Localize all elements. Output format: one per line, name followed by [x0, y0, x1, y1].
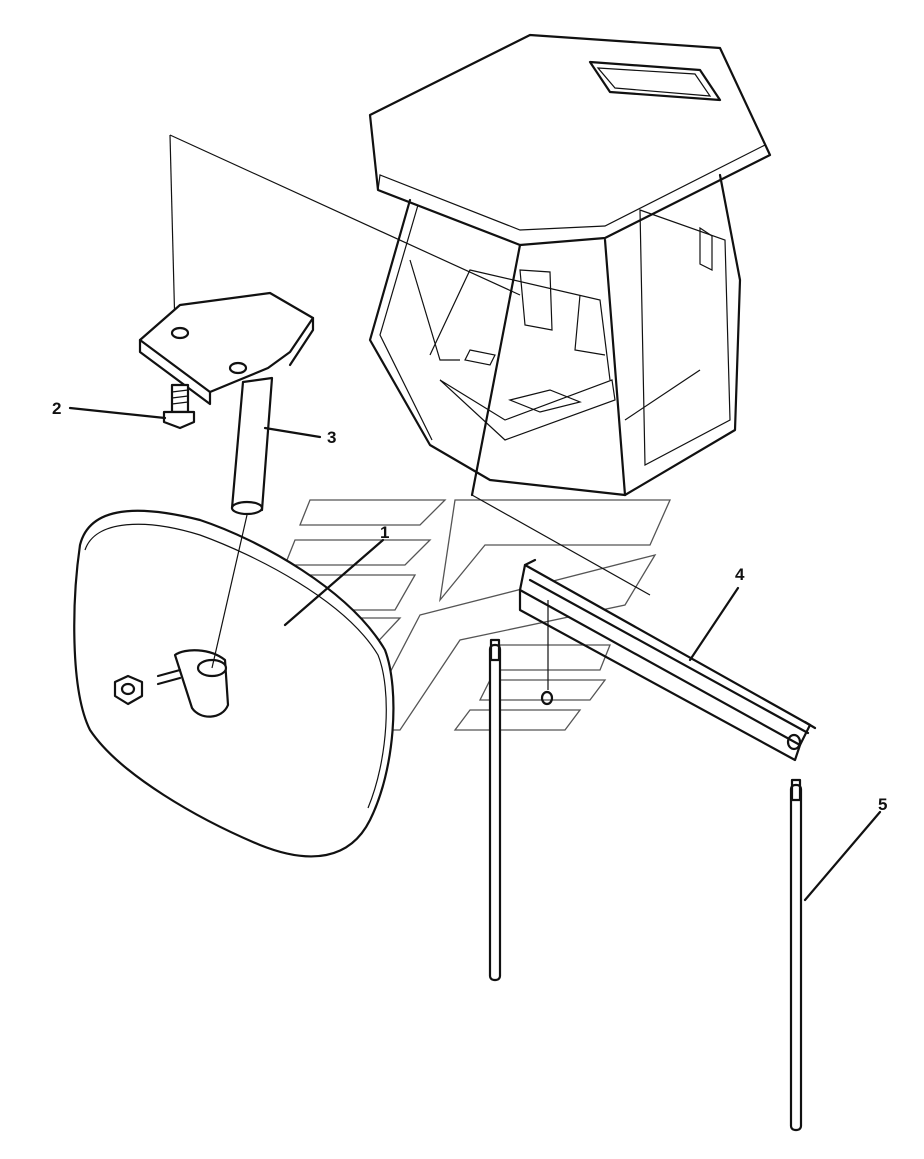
leader-line [471, 494, 651, 596]
leader-line [169, 134, 176, 331]
leader-line [169, 134, 521, 296]
rod [789, 778, 803, 1132]
callout-leader-5 [803, 810, 882, 902]
callout-5: 5 [878, 795, 887, 814]
operator-cab [368, 33, 772, 497]
rain-channel [518, 558, 817, 762]
callout-1: 1 [380, 523, 389, 542]
bolt [162, 383, 196, 430]
mirror [73, 509, 395, 858]
callout-leader-1 [283, 538, 385, 627]
callout-leader-2 [68, 406, 167, 420]
callout-3: 3 [327, 428, 336, 447]
callout-2: 2 [52, 399, 61, 418]
leader-line [624, 369, 701, 421]
callout-4: 4 [735, 565, 745, 584]
leader-line [211, 514, 248, 669]
rod [488, 638, 502, 982]
callout-leader-4 [688, 586, 740, 662]
callout-leader-3 [263, 426, 322, 439]
mounting-bracket [138, 291, 315, 516]
